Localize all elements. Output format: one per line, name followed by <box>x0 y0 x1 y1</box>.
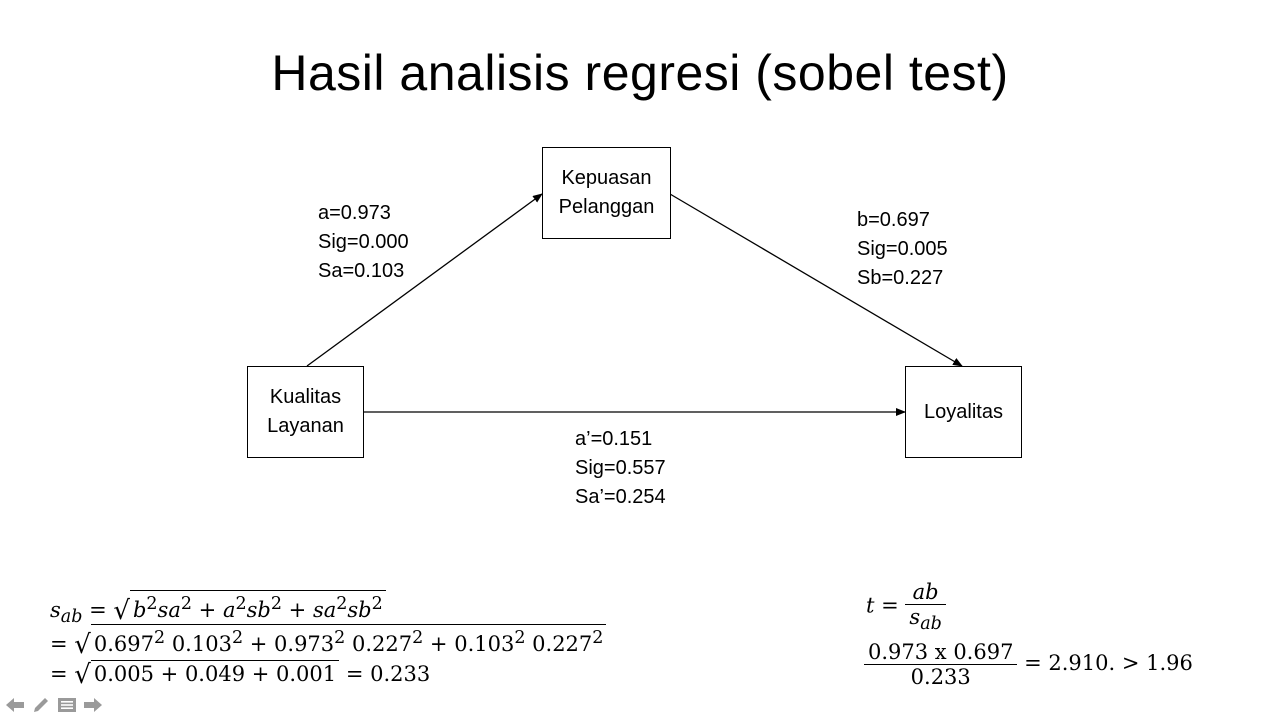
node-mediator-line1: Kepuasan <box>561 167 652 189</box>
path-a-stats: a=0.973 Sig=0.000 Sa=0.103 <box>318 199 409 286</box>
slide-title: Hasil analisis regresi (sobel test) <box>271 45 1009 101</box>
sab-term-5: 0.103 <box>454 632 515 656</box>
pen-icon[interactable] <box>30 694 52 716</box>
sobel-formula-line2: = √0.6972 0.1032 + 0.9732 0.2272 + 0.103… <box>50 624 607 660</box>
path-c-prime-stats: a’=0.151 Sig=0.557 Sa’=0.254 <box>575 425 666 512</box>
path-b-coef: b=0.697 <box>857 209 930 231</box>
menu-icon[interactable] <box>56 694 78 716</box>
path-b-se: Sb=0.227 <box>857 267 944 289</box>
t-numerator: 0.973 x 0.697 <box>868 640 1014 664</box>
node-dependent: Loyalitas <box>905 366 1022 458</box>
sab-sum-term-1: 0.005 <box>93 662 154 686</box>
arrow-right-icon[interactable] <box>82 694 104 716</box>
node-independent-line1: Kualitas <box>269 386 342 408</box>
path-c-prime-coef: a’=0.151 <box>575 428 653 450</box>
sab-term-6: 0.227 <box>532 632 593 656</box>
slide-nav-toolbar <box>4 694 104 716</box>
path-b-arrow <box>669 193 963 367</box>
sab-term-4: 0.227 <box>351 632 413 656</box>
sab-result: 0.233 <box>370 662 431 686</box>
sab-term-1: 0.697 <box>93 632 154 656</box>
sab-term-3: 0.973 <box>274 632 335 656</box>
sab-sum-term-3: 0.001 <box>276 662 337 686</box>
node-independent: Kualitas Layanan <box>247 366 364 458</box>
path-a-se: Sa=0.103 <box>318 260 405 282</box>
node-dependent-label: Loyalitas <box>924 400 1003 423</box>
path-c-prime-se: Sa’=0.254 <box>575 486 666 508</box>
path-b-stats: b=0.697 Sig=0.005 Sb=0.227 <box>857 206 948 293</box>
node-independent-line2: Layanan <box>267 415 344 437</box>
t-result: 2.910. <box>1048 651 1116 675</box>
sobel-formula-line3: = √0.005 + 0.049 + 0.001 = 0.233 <box>50 660 431 690</box>
path-a-sig: Sig=0.000 <box>318 231 409 253</box>
path-c-prime-sig: Sig=0.557 <box>575 457 666 479</box>
node-mediator-line2: Pelanggan <box>558 196 655 218</box>
sab-term-2: 0.103 <box>171 632 232 656</box>
path-b-sig: Sig=0.005 <box>857 238 948 260</box>
t-threshold: 1.96 <box>1146 651 1193 675</box>
node-mediator: Kepuasan Pelanggan <box>542 147 671 239</box>
arrow-left-icon[interactable] <box>4 694 26 716</box>
path-a-arrow <box>306 193 543 367</box>
sobel-formula-line1: sab = √b2sa2 + a2sb2 + sa2sb2 <box>50 590 386 627</box>
t-denominator: 0.233 <box>864 664 1018 689</box>
t-formula-calculation: 0.973 x 0.697 0.233 = 2.910. > 1.96 <box>864 640 1193 689</box>
path-a-coef: a=0.973 <box>318 202 391 224</box>
sab-sum-term-2: 0.049 <box>184 662 246 686</box>
